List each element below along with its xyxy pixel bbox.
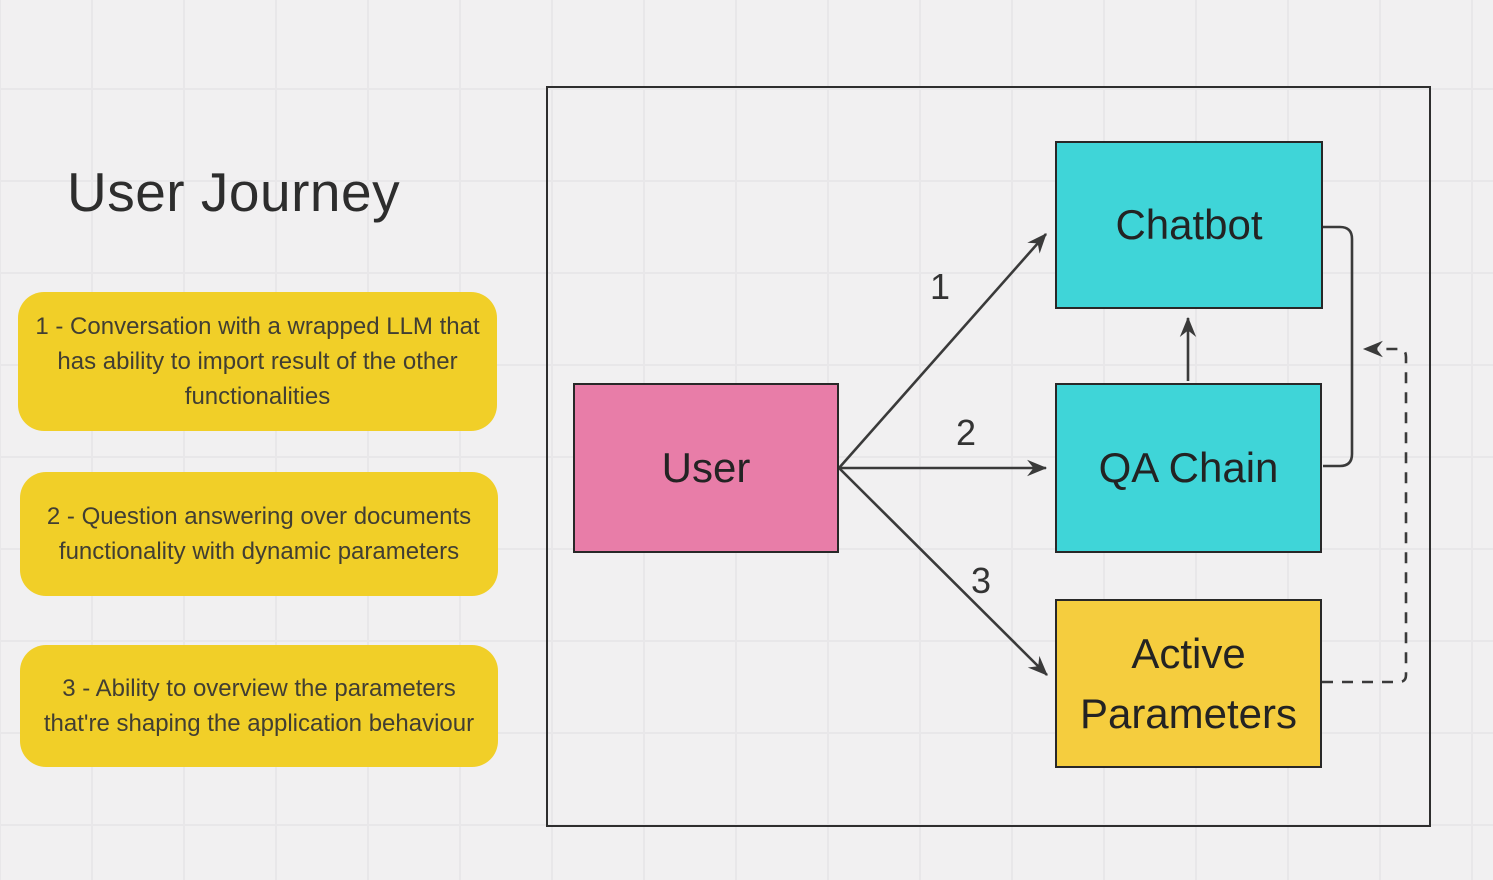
- edge-label-3: 3: [971, 560, 992, 601]
- sticky-note-3[interactable]: 3 - Ability to overview the parameters t…: [20, 645, 498, 767]
- diagram-frame: [546, 86, 1431, 827]
- node-chatbot-label: Chatbot: [1115, 201, 1263, 248]
- edge-active-parameters-dashed-feedback[interactable]: [1322, 340, 1408, 684]
- node-user-label: User: [661, 444, 751, 491]
- sticky-note-1[interactable]: 1 - Conversation with a wrapped LLM that…: [18, 292, 497, 431]
- page-title: User Journey: [67, 161, 401, 223]
- sticky-note-2[interactable]: 2 - Question answering over documents fu…: [20, 472, 498, 596]
- link-chatbot-to-qa-chain[interactable]: [1323, 225, 1354, 468]
- sticky-note-2-text: 2 - Question answering over documents fu…: [46, 503, 472, 565]
- sticky-note-1-text: 1 - Conversation with a wrapped LLM that…: [35, 313, 480, 410]
- node-qa-chain-label: QA Chain: [1098, 444, 1279, 491]
- edge-label-2: 2: [956, 412, 977, 453]
- node-user[interactable]: User: [573, 383, 839, 553]
- sticky-note-3-text: 3 - Ability to overview the parameters t…: [43, 675, 475, 737]
- node-chatbot[interactable]: Chatbot: [1055, 141, 1323, 309]
- edge-user-to-active-parameters[interactable]: [838, 467, 1048, 676]
- node-active-parameters[interactable]: Active Parameters: [1055, 599, 1322, 768]
- node-qa-chain[interactable]: QA Chain: [1055, 383, 1322, 553]
- edge-user-to-chatbot[interactable]: [838, 233, 1047, 469]
- node-active-parameters-label: Active Parameters: [1079, 629, 1298, 737]
- edge-label-1: 1: [930, 266, 951, 307]
